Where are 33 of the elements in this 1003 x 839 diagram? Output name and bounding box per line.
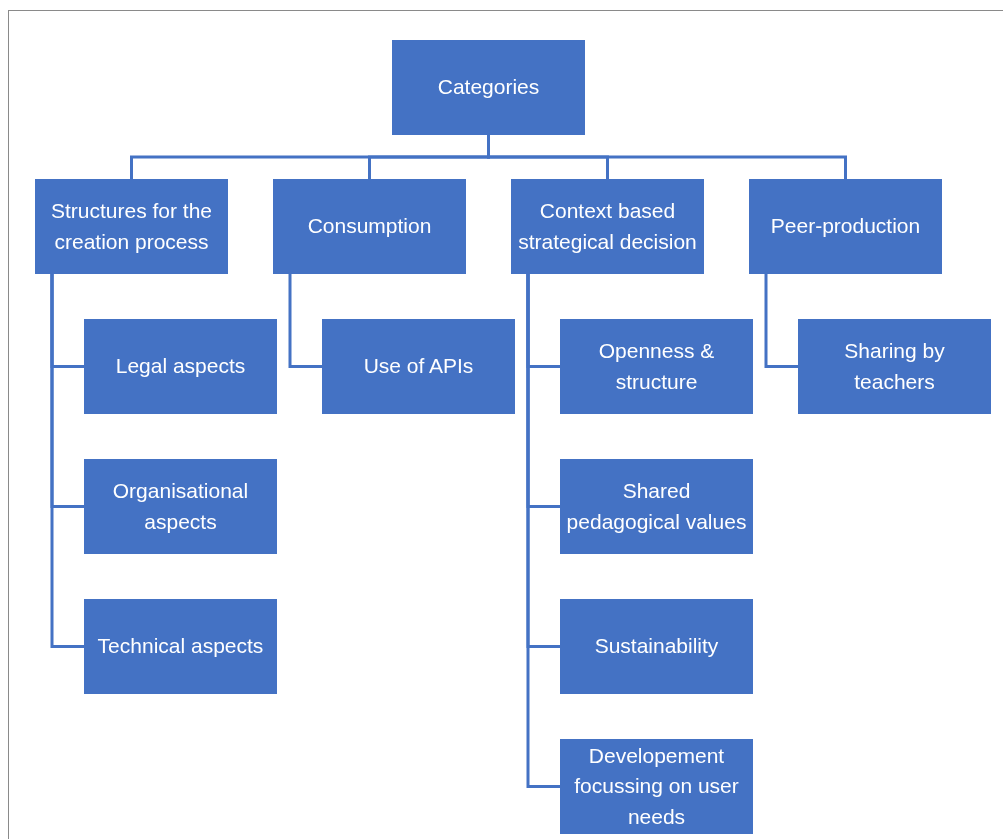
category-box: [560, 459, 753, 554]
box-label: Context based strategical decision: [517, 198, 698, 255]
box-label: Use of APIs: [363, 353, 474, 380]
category-box: [35, 179, 228, 274]
category-box: [392, 40, 585, 135]
connector-line: [526, 274, 560, 788]
box-label: Technical aspects: [97, 633, 264, 660]
connector-line: [764, 274, 798, 368]
box-label: Legal aspects: [115, 353, 246, 380]
category-box: [560, 319, 753, 414]
category-box: [273, 179, 466, 274]
box-label: Openness & structure: [597, 338, 716, 395]
connector-line: [288, 274, 322, 368]
category-box: [511, 179, 704, 274]
box-label: Sustainability: [594, 633, 719, 660]
box-label: Structures for the creation process: [49, 198, 214, 255]
category-box: [322, 319, 515, 414]
box-label: Categories: [437, 74, 540, 101]
box-label: Consumption: [307, 213, 432, 240]
category-box: [560, 599, 753, 694]
category-box: [84, 319, 277, 414]
box-label: Shared pedagogical values: [565, 478, 748, 535]
category-box: [84, 599, 277, 694]
category-box: [84, 459, 277, 554]
box-label: Developement focussing on user needs: [573, 742, 740, 830]
box-label: Peer-production: [770, 213, 921, 240]
connector-line: [50, 274, 84, 648]
box-label: Organisational aspects: [111, 478, 250, 535]
category-box: [560, 739, 753, 834]
box-label: Sharing by teachers: [843, 338, 946, 395]
category-box: [798, 319, 991, 414]
category-box: [749, 179, 942, 274]
connector-line: [487, 135, 847, 179]
